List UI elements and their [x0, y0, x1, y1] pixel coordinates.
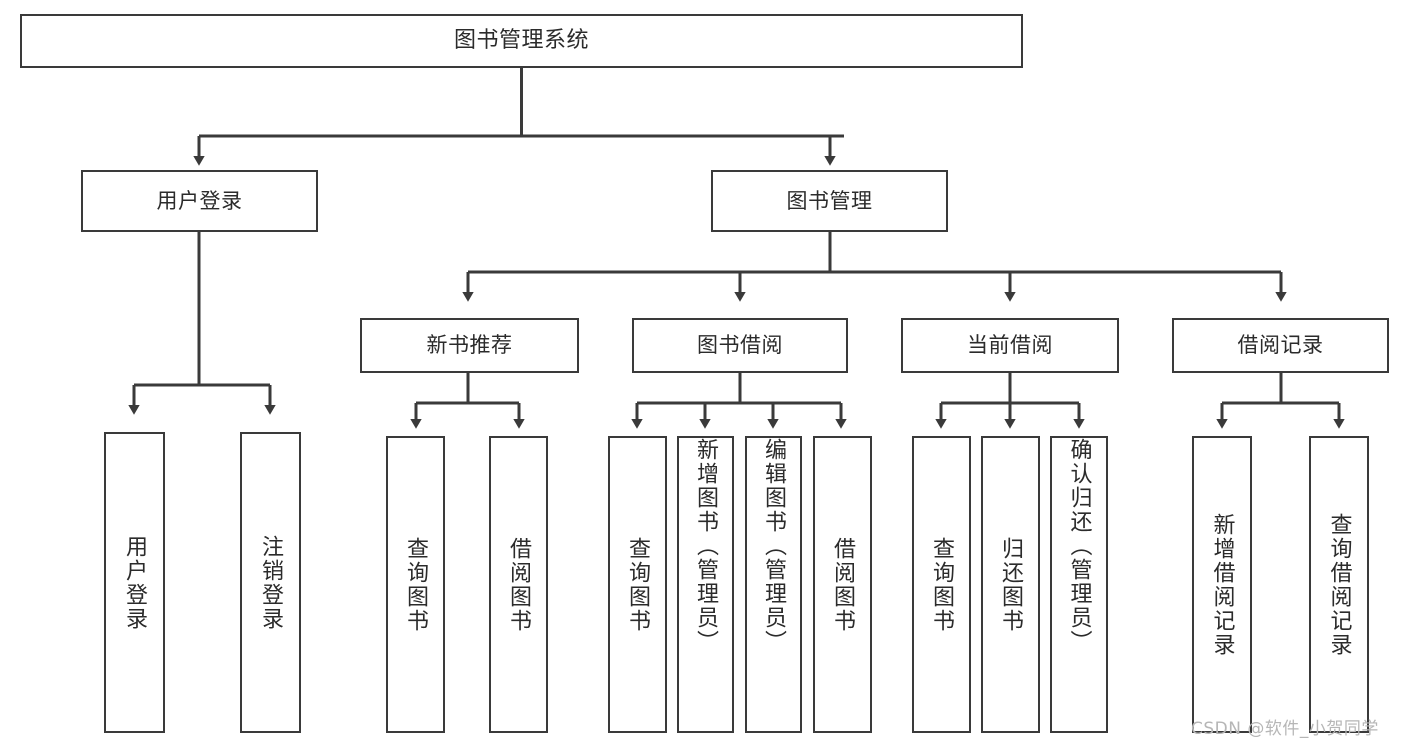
node-label: 借阅记录 — [1237, 333, 1324, 358]
node-label: 注销登录 — [258, 534, 284, 631]
leaf-query-borrow-record[interactable]: 查询借阅记录 — [1309, 436, 1369, 733]
node-user-login[interactable]: 用户登录 — [81, 170, 318, 232]
node-label: 查询图书 — [929, 536, 955, 633]
node-label: 新书推荐 — [426, 333, 513, 358]
node-label: 用户登录 — [156, 188, 243, 213]
node-book-management-system[interactable]: 图书管理系统 — [20, 14, 1023, 68]
node-label: 图书管理 — [786, 188, 873, 213]
node-label: 查询图书 — [403, 536, 429, 633]
node-book-borrow[interactable]: 图书借阅 — [632, 318, 848, 373]
leaf-edit-book[interactable]: 编辑图书（管理员） — [745, 436, 802, 733]
leaf-confirm-return[interactable]: 确认归还（管理员） — [1050, 436, 1108, 733]
leaf-user-login[interactable]: 用户登录 — [104, 432, 165, 733]
node-label: 确认归还（管理员） — [1066, 438, 1092, 654]
node-current-borrow[interactable]: 当前借阅 — [901, 318, 1119, 373]
node-label: 编辑图书（管理员） — [761, 438, 787, 654]
leaf-add-borrow-record[interactable]: 新增借阅记录 — [1192, 436, 1252, 733]
node-label: 查询借阅记录 — [1326, 512, 1352, 657]
leaf-borrow-book-recommend[interactable]: 借阅图书 — [489, 436, 548, 733]
leaf-query-book-current[interactable]: 查询图书 — [912, 436, 971, 733]
node-label: 图书借阅 — [697, 333, 783, 358]
node-label: 新增借阅记录 — [1209, 512, 1235, 657]
leaf-query-book-recommend[interactable]: 查询图书 — [386, 436, 445, 733]
node-label: 图书管理系统 — [453, 28, 589, 54]
node-label: 借阅图书 — [506, 536, 532, 633]
node-book-manage[interactable]: 图书管理 — [711, 170, 948, 232]
node-label: 查询图书 — [625, 536, 651, 633]
node-label: 归还图书 — [998, 536, 1024, 633]
node-borrow-record[interactable]: 借阅记录 — [1172, 318, 1389, 373]
node-label: 当前借阅 — [967, 333, 1053, 358]
leaf-return-book[interactable]: 归还图书 — [981, 436, 1040, 733]
leaf-borrow-book-borrow[interactable]: 借阅图书 — [813, 436, 872, 733]
leaf-user-logout[interactable]: 注销登录 — [240, 432, 301, 733]
node-label: 用户登录 — [122, 534, 148, 631]
node-label: 借阅图书 — [830, 536, 856, 633]
leaf-query-book-borrow[interactable]: 查询图书 — [608, 436, 667, 733]
leaf-add-book[interactable]: 新增图书（管理员） — [677, 436, 734, 733]
csdn-watermark: CSDN @软件_小贺同学 — [1191, 719, 1379, 739]
node-label: 新增图书（管理员） — [693, 438, 719, 654]
node-new-book-recommend[interactable]: 新书推荐 — [360, 318, 579, 373]
